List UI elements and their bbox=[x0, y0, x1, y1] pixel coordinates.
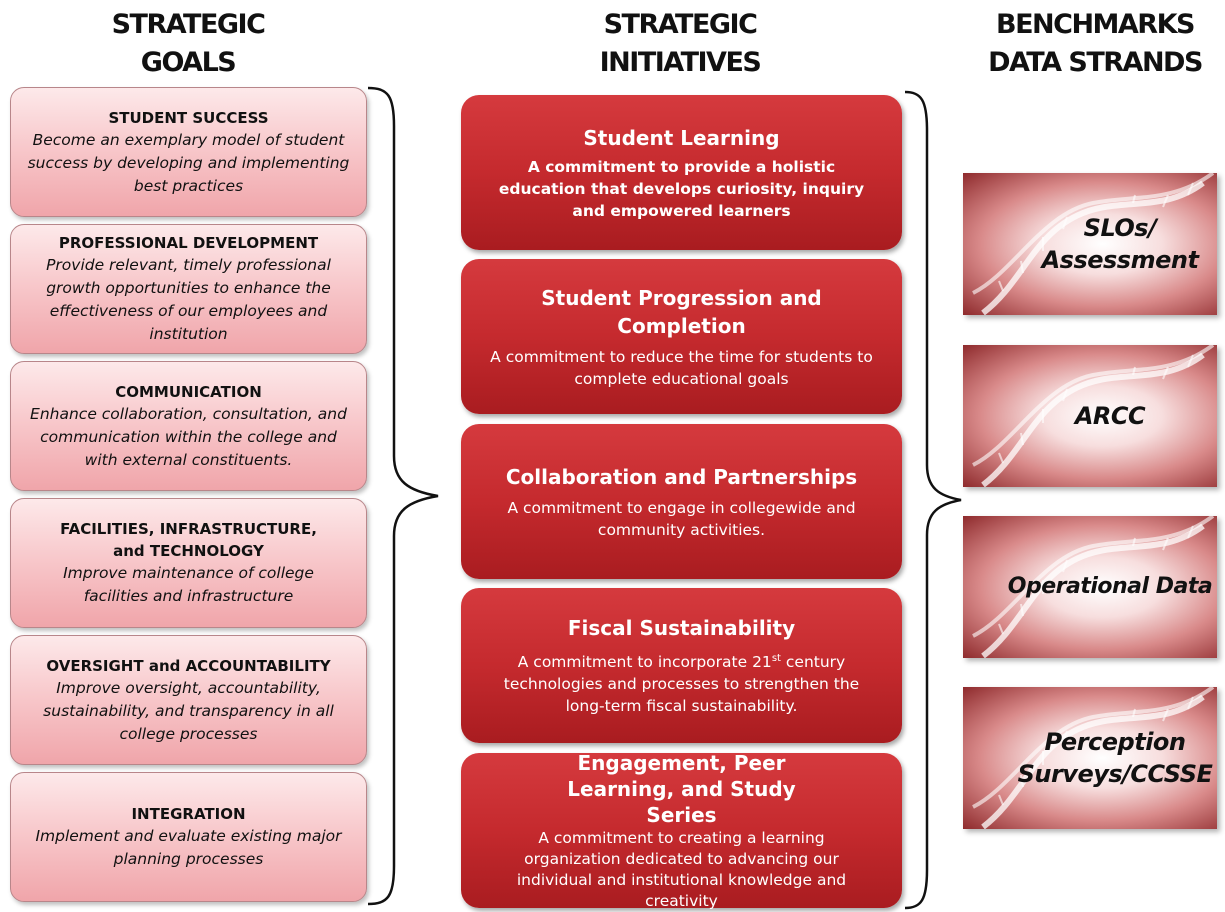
strand-arcc: ARCC bbox=[963, 345, 1217, 487]
initiative-title: Engagement, Peer Learning, and Study Ser… bbox=[567, 750, 796, 827]
initiative-fiscal-sustainability: Fiscal Sustainability A commitment to in… bbox=[461, 588, 902, 743]
goal-title: PROFESSIONAL DEVELOPMENT bbox=[58, 234, 319, 252]
initiative-description: A commitment to creating a learning orga… bbox=[516, 828, 847, 910]
goal-description: Improve oversight, accountability, susta… bbox=[43, 678, 334, 743]
strand-label: ARCC bbox=[1074, 402, 1146, 430]
initiative-description: A commitment to engage in collegewide an… bbox=[507, 498, 856, 539]
dna-icon bbox=[972, 516, 1215, 658]
initiative-student-learning: Student Learning A commitment to provide… bbox=[461, 95, 902, 250]
goal-student-success: STUDENT SUCCESS Become an exemplary mode… bbox=[10, 87, 367, 217]
goal-communication: COMMUNICATION Enhance collaboration, con… bbox=[10, 361, 367, 491]
strand-slos-assessment: SLOs/ Assessment bbox=[963, 173, 1217, 315]
goal-description: Become an exemplary model of student suc… bbox=[27, 130, 350, 195]
left-curly-brace bbox=[367, 86, 439, 906]
goal-description: Provide relevant, timely professional gr… bbox=[46, 256, 331, 343]
strand-perception-surveys: Perception Surveys/CCSSE bbox=[963, 687, 1217, 829]
goal-oversight: OVERSIGHT and ACCOUNTABILITY Improve ove… bbox=[10, 635, 367, 765]
dna-icon bbox=[972, 345, 1215, 487]
initiative-collaboration-partnerships: Collaboration and Partnerships A commitm… bbox=[461, 424, 902, 579]
goal-title: STUDENT SUCCESS bbox=[108, 108, 269, 127]
initiative-description: A commitment to reduce the time for stud… bbox=[490, 347, 873, 388]
strand-label: Perception Surveys/CCSSE bbox=[1017, 728, 1213, 788]
benchmarks-header: BENCHMARKS DATA STRANDS bbox=[988, 9, 1203, 78]
initiative-description: A commitment to incorporate 21st century… bbox=[503, 652, 860, 716]
right-curly-brace bbox=[904, 90, 962, 910]
dna-icon bbox=[972, 687, 1215, 829]
goal-professional-development: PROFESSIONAL DEVELOPMENT Provide relevan… bbox=[10, 224, 367, 354]
initiative-title: Student Progression and Completion bbox=[541, 285, 822, 338]
goal-facilities: FACILITIES, INFRASTRUCTURE, and TECHNOLO… bbox=[10, 498, 367, 628]
strand-label: Operational Data bbox=[1007, 574, 1213, 599]
initiative-progression-completion: Student Progression and Completion A com… bbox=[461, 259, 902, 414]
goals-header: STRATEGIC GOALS bbox=[111, 9, 266, 78]
initiatives-header: STRATEGIC INITIATIVES bbox=[599, 9, 762, 78]
initiative-title: Collaboration and Partnerships bbox=[505, 464, 858, 489]
goal-title: INTEGRATION bbox=[131, 805, 246, 823]
strand-label: SLOs/ Assessment bbox=[1041, 214, 1199, 274]
goal-description: Implement and evaluate existing major pl… bbox=[35, 827, 342, 868]
goal-description: Enhance collaboration, consultation, and… bbox=[30, 404, 347, 469]
goal-integration: INTEGRATION Implement and evaluate exist… bbox=[10, 772, 367, 902]
goal-description: Improve maintenance of college facilitie… bbox=[63, 564, 314, 605]
dna-icon bbox=[972, 173, 1215, 315]
goal-title: COMMUNICATION bbox=[115, 382, 262, 401]
initiative-title: Fiscal Sustainability bbox=[567, 615, 796, 640]
initiative-description: A commitment to provide a holistic educa… bbox=[498, 157, 865, 220]
strand-operational-data: Operational Data bbox=[963, 516, 1217, 658]
initiative-title: Student Learning bbox=[583, 125, 780, 150]
initiative-engagement-peer-learning: Engagement, Peer Learning, and Study Ser… bbox=[461, 750, 902, 910]
goal-title: FACILITIES, INFRASTRUCTURE, and TECHNOLO… bbox=[60, 520, 317, 560]
goal-title: OVERSIGHT and ACCOUNTABILITY bbox=[46, 656, 331, 675]
